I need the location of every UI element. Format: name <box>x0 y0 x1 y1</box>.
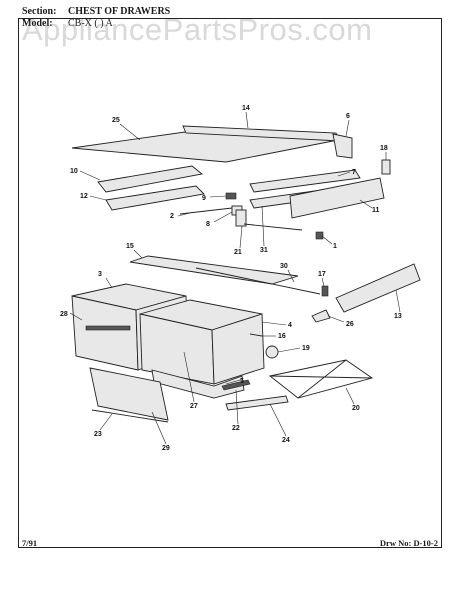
callout-2: 2 <box>170 213 174 220</box>
model-label: Model: <box>22 18 53 29</box>
callout-29: 29 <box>162 445 170 452</box>
callout-12: 12 <box>80 193 88 200</box>
section-value: CHEST OF DRAWERS <box>68 6 171 17</box>
part-10-left-rail <box>97 165 204 193</box>
callout-8: 8 <box>206 221 210 228</box>
footer-date: 7/91 <box>22 538 38 548</box>
model-value: CB-X ( ) A <box>68 18 113 29</box>
callout-4: 4 <box>288 322 292 329</box>
callout-13: 13 <box>394 313 402 320</box>
part-13-right-support <box>335 263 421 313</box>
part-30-rod <box>195 267 321 295</box>
callout-30: 30 <box>280 263 288 270</box>
callout-3: 3 <box>98 271 102 278</box>
part-15-frame-top <box>129 255 299 285</box>
callout-18: 18 <box>380 145 388 152</box>
callout-31: 31 <box>260 247 268 254</box>
callout-19: 19 <box>302 345 310 352</box>
part-20-tray-frame <box>268 359 374 399</box>
footer-drawing-number: Drw No: D-10-2 <box>379 538 438 548</box>
callout-28: 28 <box>60 311 68 318</box>
callout-6: 6 <box>346 113 350 120</box>
part-29-drawer-panel <box>89 367 169 421</box>
callout-14: 14 <box>242 105 250 112</box>
callout-20: 20 <box>352 405 360 412</box>
leader-lines <box>69 111 401 445</box>
part-7-slide-rail <box>249 169 361 193</box>
callout-9: 9 <box>202 195 206 202</box>
part-26-clip <box>311 309 331 323</box>
part-18-bracket <box>381 159 391 175</box>
callout-11: 11 <box>372 207 380 214</box>
callout-15: 15 <box>126 243 134 250</box>
part-28-drawer-face-strip <box>85 325 131 331</box>
part-31-rod <box>243 223 303 231</box>
part-4-right-drawer-side <box>211 313 265 385</box>
callout-26: 26 <box>346 321 354 328</box>
callout-7: 7 <box>352 169 356 176</box>
callout-27: 27 <box>190 403 198 410</box>
part-2-rod <box>179 207 233 215</box>
part-21-bracket <box>235 209 247 227</box>
part-16-divider <box>249 333 263 337</box>
part-22-handle <box>221 379 251 391</box>
callout-24: 24 <box>282 437 290 444</box>
callout-10: 10 <box>70 168 78 175</box>
diagram-frame <box>18 18 442 548</box>
part-9-clip <box>225 192 237 200</box>
callout-5: 5 <box>240 378 244 385</box>
callout-1: 1 <box>333 243 337 250</box>
part-24-trim-strip <box>225 395 289 411</box>
part-19-knob <box>265 345 279 359</box>
callout-labels: 1 2 3 4 5 6 7 8 9 10 11 12 13 14 15 16 1… <box>60 105 402 452</box>
part-17-clip <box>321 285 329 297</box>
watermark: AppliancePartsPros.com <box>22 12 373 47</box>
callout-22: 22 <box>232 425 240 432</box>
part-1-clip <box>315 231 324 240</box>
section-label: Section: <box>22 6 57 17</box>
part-11-right-support <box>289 177 385 219</box>
part-6-end-cap <box>332 133 353 159</box>
callout-16: 16 <box>278 333 286 340</box>
callout-17: 17 <box>318 271 326 278</box>
callout-21: 21 <box>234 249 242 256</box>
callout-23: 23 <box>94 431 102 438</box>
part-12-left-lower-rail <box>105 185 205 211</box>
callout-25: 25 <box>112 117 120 124</box>
